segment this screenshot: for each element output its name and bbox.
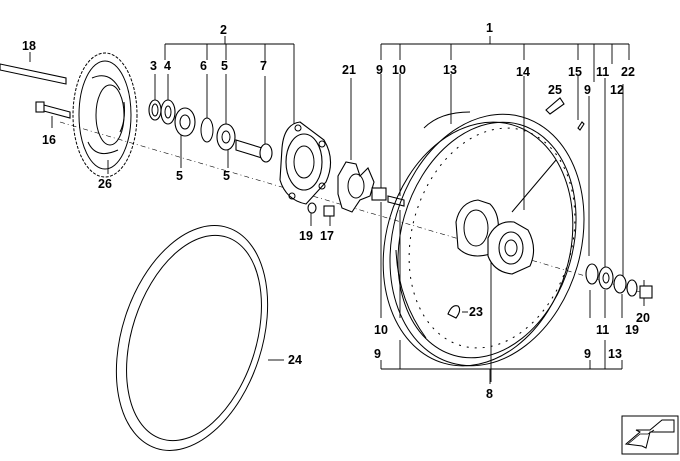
- bolt-part: [35, 101, 71, 119]
- callout-5: 5: [223, 169, 230, 183]
- callout-22: 22: [621, 65, 635, 79]
- callout-9: 9: [584, 347, 591, 361]
- callout-10: 10: [374, 323, 388, 337]
- callout-7: 7: [260, 59, 267, 73]
- callout-14: 14: [516, 65, 530, 79]
- sprocket-part: [72, 52, 138, 178]
- callout-13: 13: [443, 63, 457, 77]
- axle-part: [0, 63, 67, 85]
- callout-12: 12: [610, 83, 624, 97]
- callout-9: 9: [584, 83, 591, 97]
- rubber-damper-part: [337, 161, 405, 213]
- callout-20: 20: [636, 311, 650, 325]
- callout-26: 26: [98, 177, 112, 191]
- callout-13: 13: [608, 347, 622, 361]
- callout-9: 9: [376, 63, 383, 77]
- callout-19: 19: [625, 323, 639, 337]
- callout-labels: 18 2 3 4 6 5 7 16 5 5 26 19 17 21 1 9 10…: [22, 21, 650, 401]
- callout-17: 17: [320, 229, 334, 243]
- right-spacers: [585, 263, 653, 299]
- view-direction-arrow-icon: [621, 415, 679, 455]
- nut-washer-parts: [307, 202, 335, 217]
- callout-11: 11: [596, 65, 609, 79]
- callout-1: 1: [486, 21, 493, 35]
- callout-8: 8: [486, 387, 493, 401]
- callout-5: 5: [176, 169, 183, 183]
- callout-19: 19: [299, 229, 313, 243]
- callout-9: 9: [374, 347, 381, 361]
- callout-23: 23: [469, 305, 483, 319]
- callout-24: 24: [288, 353, 302, 367]
- callout-10: 10: [392, 63, 406, 77]
- callout-5: 5: [221, 59, 228, 73]
- callout-3: 3: [150, 59, 157, 73]
- sprocket-carrier-part: [279, 121, 332, 205]
- callout-11: 11: [596, 323, 609, 337]
- valve-cap-part: [447, 305, 461, 319]
- wheel-hub-part: [455, 199, 535, 275]
- callout-4: 4: [164, 59, 171, 73]
- belt-band-part: [115, 225, 269, 451]
- callout-18: 18: [22, 39, 36, 53]
- callout-21: 21: [342, 63, 356, 77]
- callout-6: 6: [200, 59, 207, 73]
- hub-bearings: [148, 99, 273, 163]
- spoke-parts: [511, 97, 585, 213]
- callout-25: 25: [548, 83, 562, 97]
- rear-wheel-rim: [382, 111, 585, 367]
- callout-15: 15: [568, 65, 582, 79]
- callout-16: 16: [42, 133, 56, 147]
- callout-2: 2: [220, 23, 227, 37]
